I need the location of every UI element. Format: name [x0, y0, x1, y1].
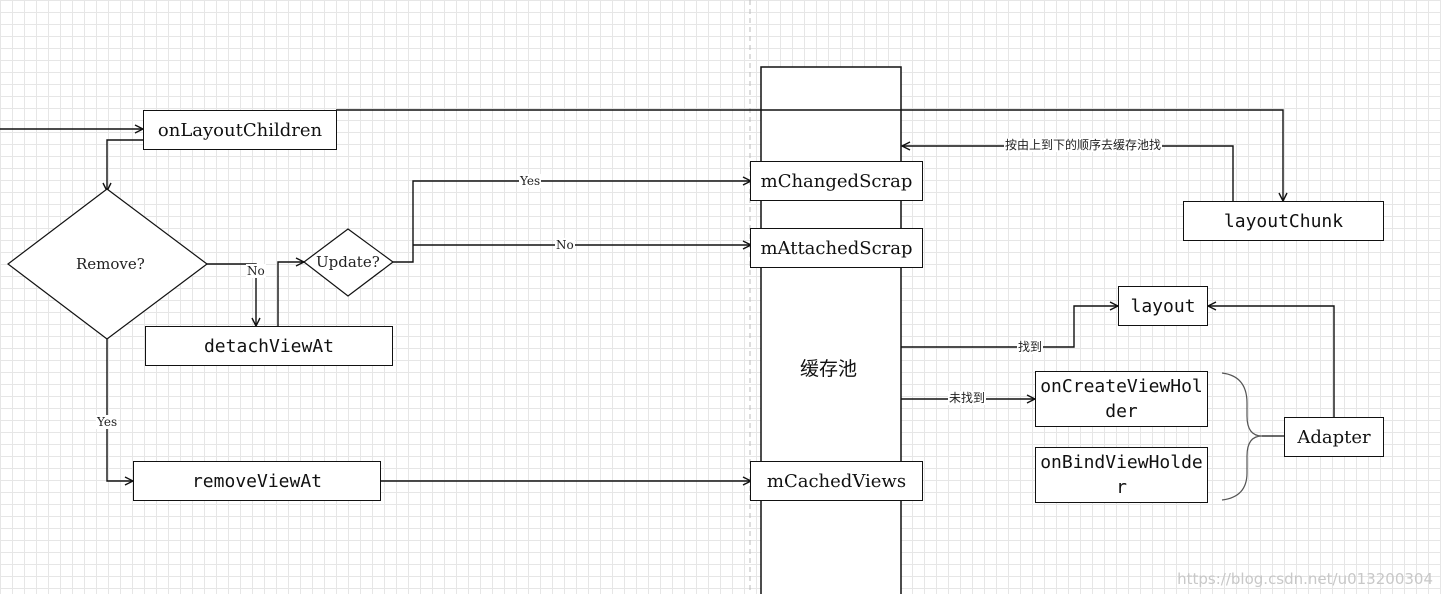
label-update-yes: Yes — [519, 174, 542, 188]
edge-adapter-to-layout — [1208, 306, 1335, 417]
brace-shape — [1221, 372, 1263, 501]
node-m-attached-scrap: mAttachedScrap — [750, 228, 923, 268]
edge-detach-to-update — [277, 262, 304, 326]
edge-children-to-remove — [107, 139, 143, 191]
node-on-create-view-holder: onCreateViewHolder — [1035, 371, 1208, 427]
label-search-order: 按由上到下的顺序去缓存池找 — [1004, 138, 1163, 152]
remove-decision-label: Remove? — [76, 255, 145, 273]
node-on-layout-children: onLayoutChildren — [143, 110, 337, 150]
node-on-bind-view-holder: onBindViewHolder — [1035, 447, 1208, 503]
label-remove-yes: Yes — [96, 415, 119, 429]
node-m-changed-scrap: mChangedScrap — [750, 161, 923, 201]
edge-layoutchunk-search — [902, 146, 1234, 201]
node-layout-chunk: layoutChunk — [1183, 201, 1384, 241]
cache-pool-title: 缓存池 — [800, 358, 858, 380]
cache-pool-container — [760, 66, 902, 594]
node-layout: layout — [1118, 286, 1208, 326]
update-decision-shape — [303, 228, 395, 297]
label-remove-no: No — [246, 264, 266, 278]
label-found: 找到 — [1017, 340, 1044, 354]
node-detach-view-at: detachViewAt — [145, 326, 393, 366]
edge-remove-yes — [106, 339, 133, 481]
update-decision-label: Update? — [316, 253, 380, 271]
node-m-cached-views: mCachedViews — [750, 461, 923, 501]
node-remove-view-at: removeViewAt — [133, 461, 381, 501]
node-adapter: Adapter — [1284, 417, 1384, 457]
edge-found — [901, 306, 1118, 348]
watermark-text: https://blog.csdn.net/u013200304 — [1177, 570, 1433, 588]
edge-update-yes — [393, 181, 751, 263]
edge-children-to-layoutchunk — [336, 109, 1283, 201]
label-update-no: No — [555, 238, 575, 252]
label-not-found: 未找到 — [948, 391, 987, 405]
